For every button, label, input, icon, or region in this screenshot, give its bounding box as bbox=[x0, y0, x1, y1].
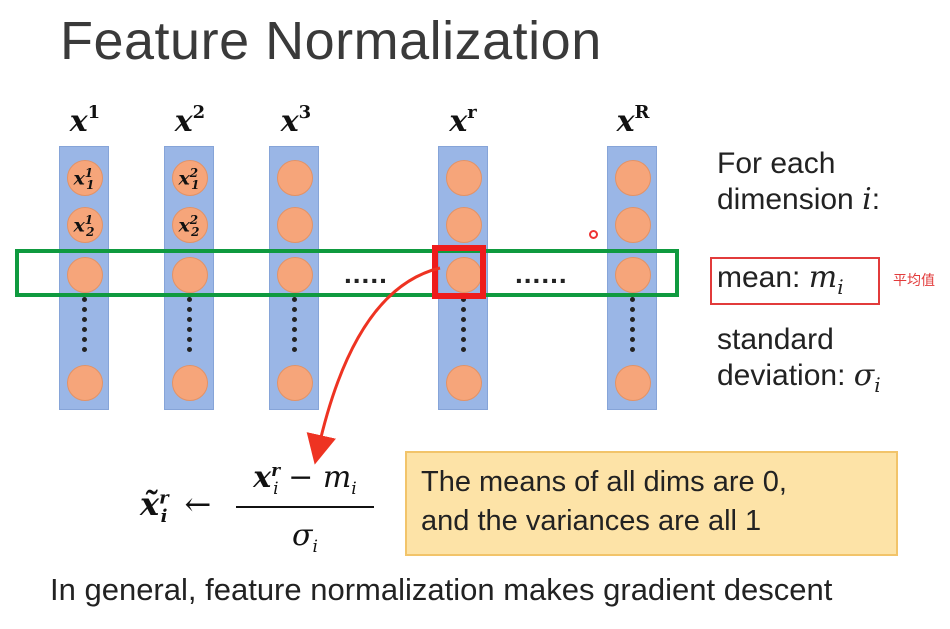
mean-highlight-box bbox=[710, 257, 880, 305]
horizontal-ellipsis-left: ..... bbox=[344, 258, 388, 289]
feature-element bbox=[277, 257, 313, 293]
feature-element bbox=[277, 207, 313, 243]
feature-element bbox=[446, 207, 482, 243]
feature-element bbox=[446, 365, 482, 401]
feature-element bbox=[172, 160, 208, 196]
feature-element bbox=[615, 257, 651, 293]
element-label-x2-2: x22 bbox=[178, 213, 200, 240]
slide-title: Feature Normalization bbox=[60, 11, 602, 71]
feature-element bbox=[67, 257, 103, 293]
feature-element bbox=[277, 365, 313, 401]
vertical-ellipsis bbox=[628, 297, 636, 355]
feature-element bbox=[615, 365, 651, 401]
feature-column-1: x11 x12 bbox=[59, 146, 109, 410]
highlighted-feature-element bbox=[446, 257, 482, 293]
element-label-x1-1: x11 bbox=[73, 166, 95, 193]
feature-column-3 bbox=[269, 146, 319, 410]
pointer-cursor-icon bbox=[589, 230, 598, 239]
selected-element-highlight bbox=[432, 245, 486, 299]
column-header-xR: xR bbox=[616, 102, 650, 139]
standard-deviation-label: standard deviation: σi bbox=[717, 323, 881, 397]
for-each-dimension-label: For each dimension i: bbox=[717, 147, 881, 217]
feature-column-R bbox=[607, 146, 657, 410]
normalization-note: The means of all dims are 0, and the var… bbox=[405, 451, 898, 556]
vertical-ellipsis bbox=[80, 297, 88, 355]
bottom-text: In general, feature normalization makes … bbox=[50, 572, 833, 607]
feature-element bbox=[615, 160, 651, 196]
feature-element bbox=[172, 365, 208, 401]
feature-element bbox=[615, 207, 651, 243]
feature-element bbox=[67, 207, 103, 243]
element-label-x1-2: x12 bbox=[73, 213, 95, 240]
feature-element bbox=[67, 365, 103, 401]
column-header-x2: x2 bbox=[174, 102, 206, 139]
column-header-x1: x1 bbox=[69, 102, 101, 139]
feature-element bbox=[277, 160, 313, 196]
feature-element bbox=[67, 160, 103, 196]
column-header-x3: x3 bbox=[280, 102, 312, 139]
feature-column-2: x21 x22 bbox=[164, 146, 214, 410]
feature-element bbox=[172, 257, 208, 293]
feature-element bbox=[172, 207, 208, 243]
mean-label: mean: mi bbox=[717, 260, 844, 299]
mean-annotation: 平均值 bbox=[893, 272, 935, 288]
horizontal-ellipsis-right: ...... bbox=[515, 258, 568, 289]
vertical-ellipsis bbox=[459, 297, 467, 355]
column-header-xr: xr bbox=[449, 102, 477, 139]
vertical-ellipsis bbox=[290, 297, 298, 355]
vertical-ellipsis bbox=[185, 297, 193, 355]
feature-element bbox=[446, 160, 482, 196]
element-label-x2-1: x21 bbox=[178, 166, 200, 193]
